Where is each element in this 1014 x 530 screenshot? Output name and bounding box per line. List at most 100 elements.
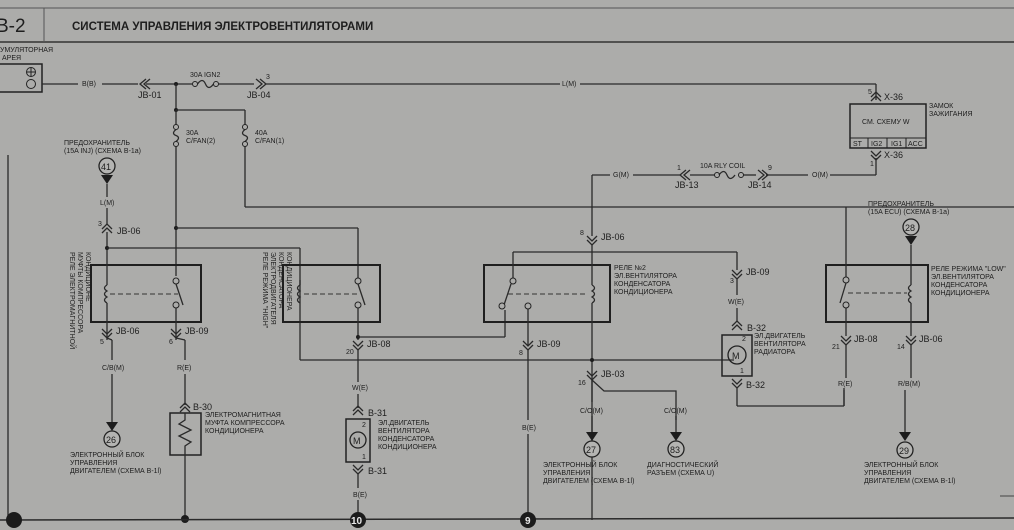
ground-point xyxy=(6,512,22,528)
battery-label: УМУЛЯТОРНАЯ xyxy=(0,47,53,54)
ignition-label: ЗАМОК xyxy=(929,103,954,110)
ref-label-2: (15A ECU) (СХЕМА B-1a) xyxy=(868,209,949,216)
pin-label: 6 xyxy=(169,339,173,346)
ref-label: ЭЛЕКТРОННЫЙ БЛОК xyxy=(864,460,939,469)
wire-label: R(E) xyxy=(838,381,852,388)
connector-icon xyxy=(840,335,852,346)
ignition-label-2: ЗАЖИГАНИЯ xyxy=(929,111,973,118)
wire-label: R/B(M) xyxy=(898,381,920,388)
fuse-icon xyxy=(241,128,249,143)
ref-label: ЭЛЕКТРОННЫЙ БЛОК xyxy=(70,450,145,459)
relay-label-3: КОНДЕНСАТОРА xyxy=(277,252,284,309)
ground-point-9 xyxy=(520,512,536,528)
relay-label: РЕЛЕ №2 xyxy=(614,265,646,272)
page-title: СИСТЕМА УПРАВЛЕНИЯ ЭЛЕКТРОВЕНТИЛЯТОРАМИ xyxy=(72,21,373,33)
ref-label-3: ДВИГАТЕЛЕМ (СХЕМА B-1l) xyxy=(70,468,161,475)
relay-label-3: КОНДИЦИОНЕ xyxy=(84,252,91,302)
arrow-icon xyxy=(101,175,113,184)
wire-label: L(M) xyxy=(100,200,114,207)
connector-label: JB-14 xyxy=(748,180,772,190)
wire-label: L(M) xyxy=(562,81,576,88)
motor-icon xyxy=(727,345,747,365)
battery-label-2: АРЕЯ xyxy=(2,55,21,62)
connector-label: JB-03 xyxy=(601,369,625,379)
ref-label-3: ДВИГАТЕЛЕМ (СХЕМА B-1l) xyxy=(864,478,955,485)
ground-number: 9 xyxy=(525,516,531,527)
ref-label: ЭЛЕКТРОННЫЙ БЛОК xyxy=(543,460,618,469)
connector-icon xyxy=(731,320,743,331)
connector-label: JB-09 xyxy=(185,326,209,336)
connector-label: JB-08 xyxy=(367,339,391,349)
relay-label-3: КОНДЕНСАТОРА xyxy=(931,282,988,289)
relay-no2: 8 JB-06 РЕЛЕ №2 ЭЛ.ВЕНТИЛЯТОРА КОНДЕНСАТ… xyxy=(483,230,737,520)
arrow-icon xyxy=(670,432,682,441)
connector-icon xyxy=(757,169,770,181)
connector-label: JB-09 xyxy=(746,267,770,277)
connector-label: JB-06 xyxy=(601,232,625,242)
battery: УМУЛЯТОРНАЯ АРЕЯ xyxy=(0,47,53,93)
wire-label: R(E) xyxy=(177,365,191,372)
wire-label: C/O(M) xyxy=(580,408,603,415)
pin-label: 3 xyxy=(98,221,102,228)
radiator-fan-motor: 3 JB-09 W(E) B-32 2 M 1 ЭЛ.ДВИГАТЕЛЬ ВЕН… xyxy=(721,252,845,407)
relay-label-4: КОНДИЦИОНЕРА xyxy=(285,252,292,311)
load-label-3: КОНДЕНСАТОРА xyxy=(378,436,435,443)
fuse-label-2: C/FAN(1) xyxy=(255,138,284,145)
relay-label-4: КОНДИЦИОНЕРА xyxy=(614,289,673,296)
pin-label: 1 xyxy=(740,368,744,375)
header: B-2 СИСТЕМА УПРАВЛЕНИЯ ЭЛЕКТРОВЕНТИЛЯТОР… xyxy=(0,7,1014,43)
pin-label: 1 xyxy=(870,161,874,168)
wire-label: B(B) xyxy=(82,81,96,88)
connector-icon xyxy=(586,235,598,246)
relay-label-2: ЭЛ.ВЕНТИЛЯТОРА xyxy=(614,273,677,280)
ref-label-2: УПРАВЛЕНИЯ xyxy=(864,470,911,477)
load-label: ЭЛ.ДВИГАТЕЛЬ xyxy=(754,333,806,340)
fuse-icon xyxy=(196,79,215,89)
fuse-label: 30A IGN2 xyxy=(190,72,220,79)
ground-number: 10 xyxy=(351,516,363,527)
page-number: B-2 xyxy=(0,16,26,37)
relay-high: РЕЛЕ РЕЖИМА "HIGH" ЭЛЕКТРОДВИГАТЕЛЯ КОНД… xyxy=(261,252,734,361)
pin-label: 1 xyxy=(362,454,366,461)
pin-label: 8 xyxy=(580,230,584,237)
ecu-27-ref: C/O(M) 27 ЭЛЕКТРОННЫЙ БЛОК УПРАВЛЕНИЯ ДВ… xyxy=(543,380,634,485)
pin-label: 14 xyxy=(897,344,905,351)
load-label-3: КОНДИЦИОНЕРА xyxy=(205,428,264,435)
load-label-3: РАДИАТОРА xyxy=(754,349,796,356)
relay-label-2: ЭЛ.ВЕНТИЛЯТОРА xyxy=(931,274,994,281)
ground-bus: 10 9 xyxy=(0,155,1014,528)
connector-label: JB-01 xyxy=(138,90,162,100)
connector-label: B-30 xyxy=(193,402,212,412)
arrow-icon xyxy=(899,432,911,441)
pin-label: 2 xyxy=(362,422,366,429)
pin-label: 16 xyxy=(578,380,586,387)
connector-label: B-31 xyxy=(368,408,387,418)
coil-icon xyxy=(907,284,913,304)
connector-label: JB-04 xyxy=(247,90,271,100)
pin-label: 3 xyxy=(730,278,734,285)
ref-number: 26 xyxy=(106,435,116,445)
motor-icon xyxy=(349,431,367,449)
connector-icon xyxy=(731,378,743,389)
connector-label: JB-09 xyxy=(537,339,561,349)
pin-label: 9 xyxy=(768,165,772,172)
pin-label: 5 xyxy=(100,339,104,346)
relay-low: ПРЕДОХРАНИТЕЛЬ (15A ECU) (СХЕМА B-1a) 28… xyxy=(825,201,1006,485)
ref-number: 28 xyxy=(905,223,915,233)
coil-icon xyxy=(103,284,109,304)
arrow-icon xyxy=(586,432,598,441)
pin-label: 3 xyxy=(266,74,270,81)
cfan2-feed: 30A C/FAN(2) xyxy=(172,110,359,280)
load-label: ЭЛЕКТРОМАГНИТНАЯ xyxy=(205,412,281,419)
connector-icon xyxy=(138,78,151,90)
relay-label: РЕЛЕ РЕЖИМА "LOW" xyxy=(931,266,1006,273)
wire-label: C/O(M) xyxy=(664,408,687,415)
load-label-2: ВЕНТИЛЯТОРА xyxy=(378,428,430,435)
fuse-label: 30A xyxy=(186,130,199,137)
ref-label: ДИАГНОСТИЧЕСКИЙ xyxy=(647,460,718,469)
ref-number: 27 xyxy=(586,445,596,455)
wire-label: W(E) xyxy=(352,385,368,392)
ref-number: 41 xyxy=(101,162,111,172)
connector-icon xyxy=(870,91,882,102)
